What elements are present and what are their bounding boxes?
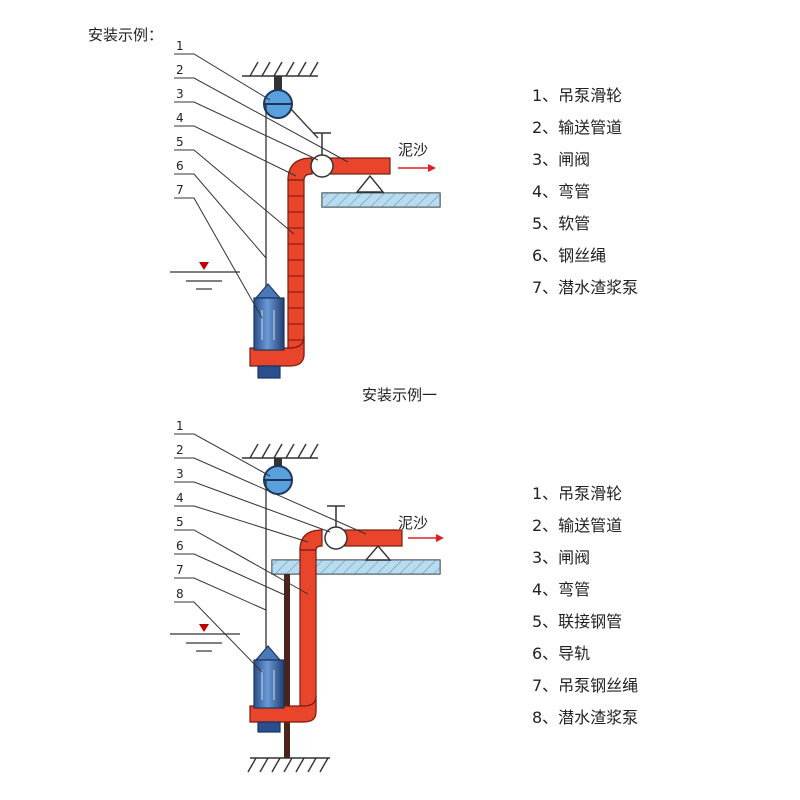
hose-ribs-1 bbox=[288, 195, 304, 341]
gate-valve-2 bbox=[324, 505, 348, 550]
flow-label-2: 泥沙 bbox=[398, 514, 428, 532]
legend-1-item: 7、潜水渣浆泵 bbox=[532, 278, 639, 297]
callout-6: 6 bbox=[176, 539, 184, 553]
legend-1-item: 1、吊泵滑轮 bbox=[532, 86, 623, 105]
legend-2: 1、吊泵滑轮 2、输送管道 3、闸阀 4、弯管 5、联接钢管 6、导轨 7、吊泵… bbox=[532, 478, 638, 734]
callout-4: 4 bbox=[176, 111, 184, 125]
legend-1: 1、吊泵滑轮 2、输送管道 3、闸阀 4、弯管 5、软管 6、钢丝绳 7、潜水渣… bbox=[532, 80, 638, 304]
ceiling-support-1 bbox=[242, 61, 319, 77]
bottom-elbow-1 bbox=[249, 335, 305, 367]
diagram-1-caption: 安装示例一 bbox=[362, 386, 438, 404]
slurry-pump-1 bbox=[253, 283, 285, 379]
callout-1: 1 bbox=[176, 419, 184, 433]
connecting-pipe-2 bbox=[299, 547, 317, 711]
legend-1-item: 4、弯管 bbox=[532, 182, 591, 201]
callout-2: 2 bbox=[176, 443, 184, 457]
legend-2-item: 1、吊泵滑轮 bbox=[532, 484, 623, 503]
ground-2 bbox=[247, 757, 330, 773]
flow-arrow-2 bbox=[408, 534, 444, 542]
callout-4: 4 bbox=[176, 491, 184, 505]
pulley-1 bbox=[263, 89, 293, 119]
water-level-1 bbox=[170, 262, 240, 290]
callout-5: 5 bbox=[176, 515, 184, 529]
legend-2-item: 7、吊泵钢丝绳 bbox=[532, 676, 639, 695]
callout-numbers-1: 1 2 3 4 5 6 7 bbox=[176, 39, 184, 197]
diagram-2: 泥沙 1 2 3 4 5 6 7 8 bbox=[170, 419, 444, 773]
legend-1-item: 2、输送管道 bbox=[532, 118, 623, 137]
legend-2-item: 4、弯管 bbox=[532, 580, 591, 599]
guide-rail-2 bbox=[284, 574, 290, 758]
legend-2-item: 5、联接钢管 bbox=[532, 612, 623, 631]
callout-1: 1 bbox=[176, 39, 184, 53]
callout-2: 2 bbox=[176, 63, 184, 77]
elbow-2 bbox=[299, 529, 323, 551]
flow-arrow-1 bbox=[398, 164, 436, 172]
legend-1-item: 5、软管 bbox=[532, 214, 591, 233]
elbow-1 bbox=[287, 157, 313, 181]
ceiling-support-2 bbox=[242, 443, 319, 459]
callout-7: 7 bbox=[176, 183, 184, 197]
legend-2-item: 6、导轨 bbox=[532, 644, 591, 663]
callout-5: 5 bbox=[176, 135, 184, 149]
leader-lines-2 bbox=[174, 433, 367, 673]
pipe-support-1 bbox=[355, 174, 385, 193]
water-level-2 bbox=[170, 624, 240, 652]
pipe-support-2 bbox=[364, 544, 392, 561]
page-heading: 安装示例： bbox=[88, 26, 164, 44]
gate-valve-1 bbox=[310, 132, 334, 178]
hose-1 bbox=[287, 177, 305, 357]
legend-2-item: 2、输送管道 bbox=[532, 516, 623, 535]
legend-2-item: 8、潜水渣浆泵 bbox=[532, 708, 639, 727]
callout-3: 3 bbox=[176, 87, 184, 101]
pulley-2 bbox=[263, 465, 293, 495]
leader-lines-1 bbox=[174, 53, 349, 319]
delivery-pipe-1 bbox=[325, 157, 391, 175]
slurry-pump-2 bbox=[253, 645, 285, 733]
callout-6: 6 bbox=[176, 159, 184, 173]
diagram-1: 泥沙 1 2 3 4 5 6 7 bbox=[170, 39, 441, 379]
callout-8: 8 bbox=[176, 587, 184, 601]
callout-7: 7 bbox=[176, 563, 184, 577]
callout-numbers-2: 1 2 3 4 5 6 7 8 bbox=[176, 419, 184, 601]
flow-label-1: 泥沙 bbox=[398, 141, 428, 159]
legend-1-item: 6、钢丝绳 bbox=[532, 246, 607, 265]
delivery-pipe-2 bbox=[343, 529, 403, 547]
legend-2-item: 3、闸阀 bbox=[532, 548, 591, 567]
bottom-elbow-2 bbox=[249, 695, 317, 723]
callout-3: 3 bbox=[176, 467, 184, 481]
legend-1-item: 3、闸阀 bbox=[532, 150, 591, 169]
